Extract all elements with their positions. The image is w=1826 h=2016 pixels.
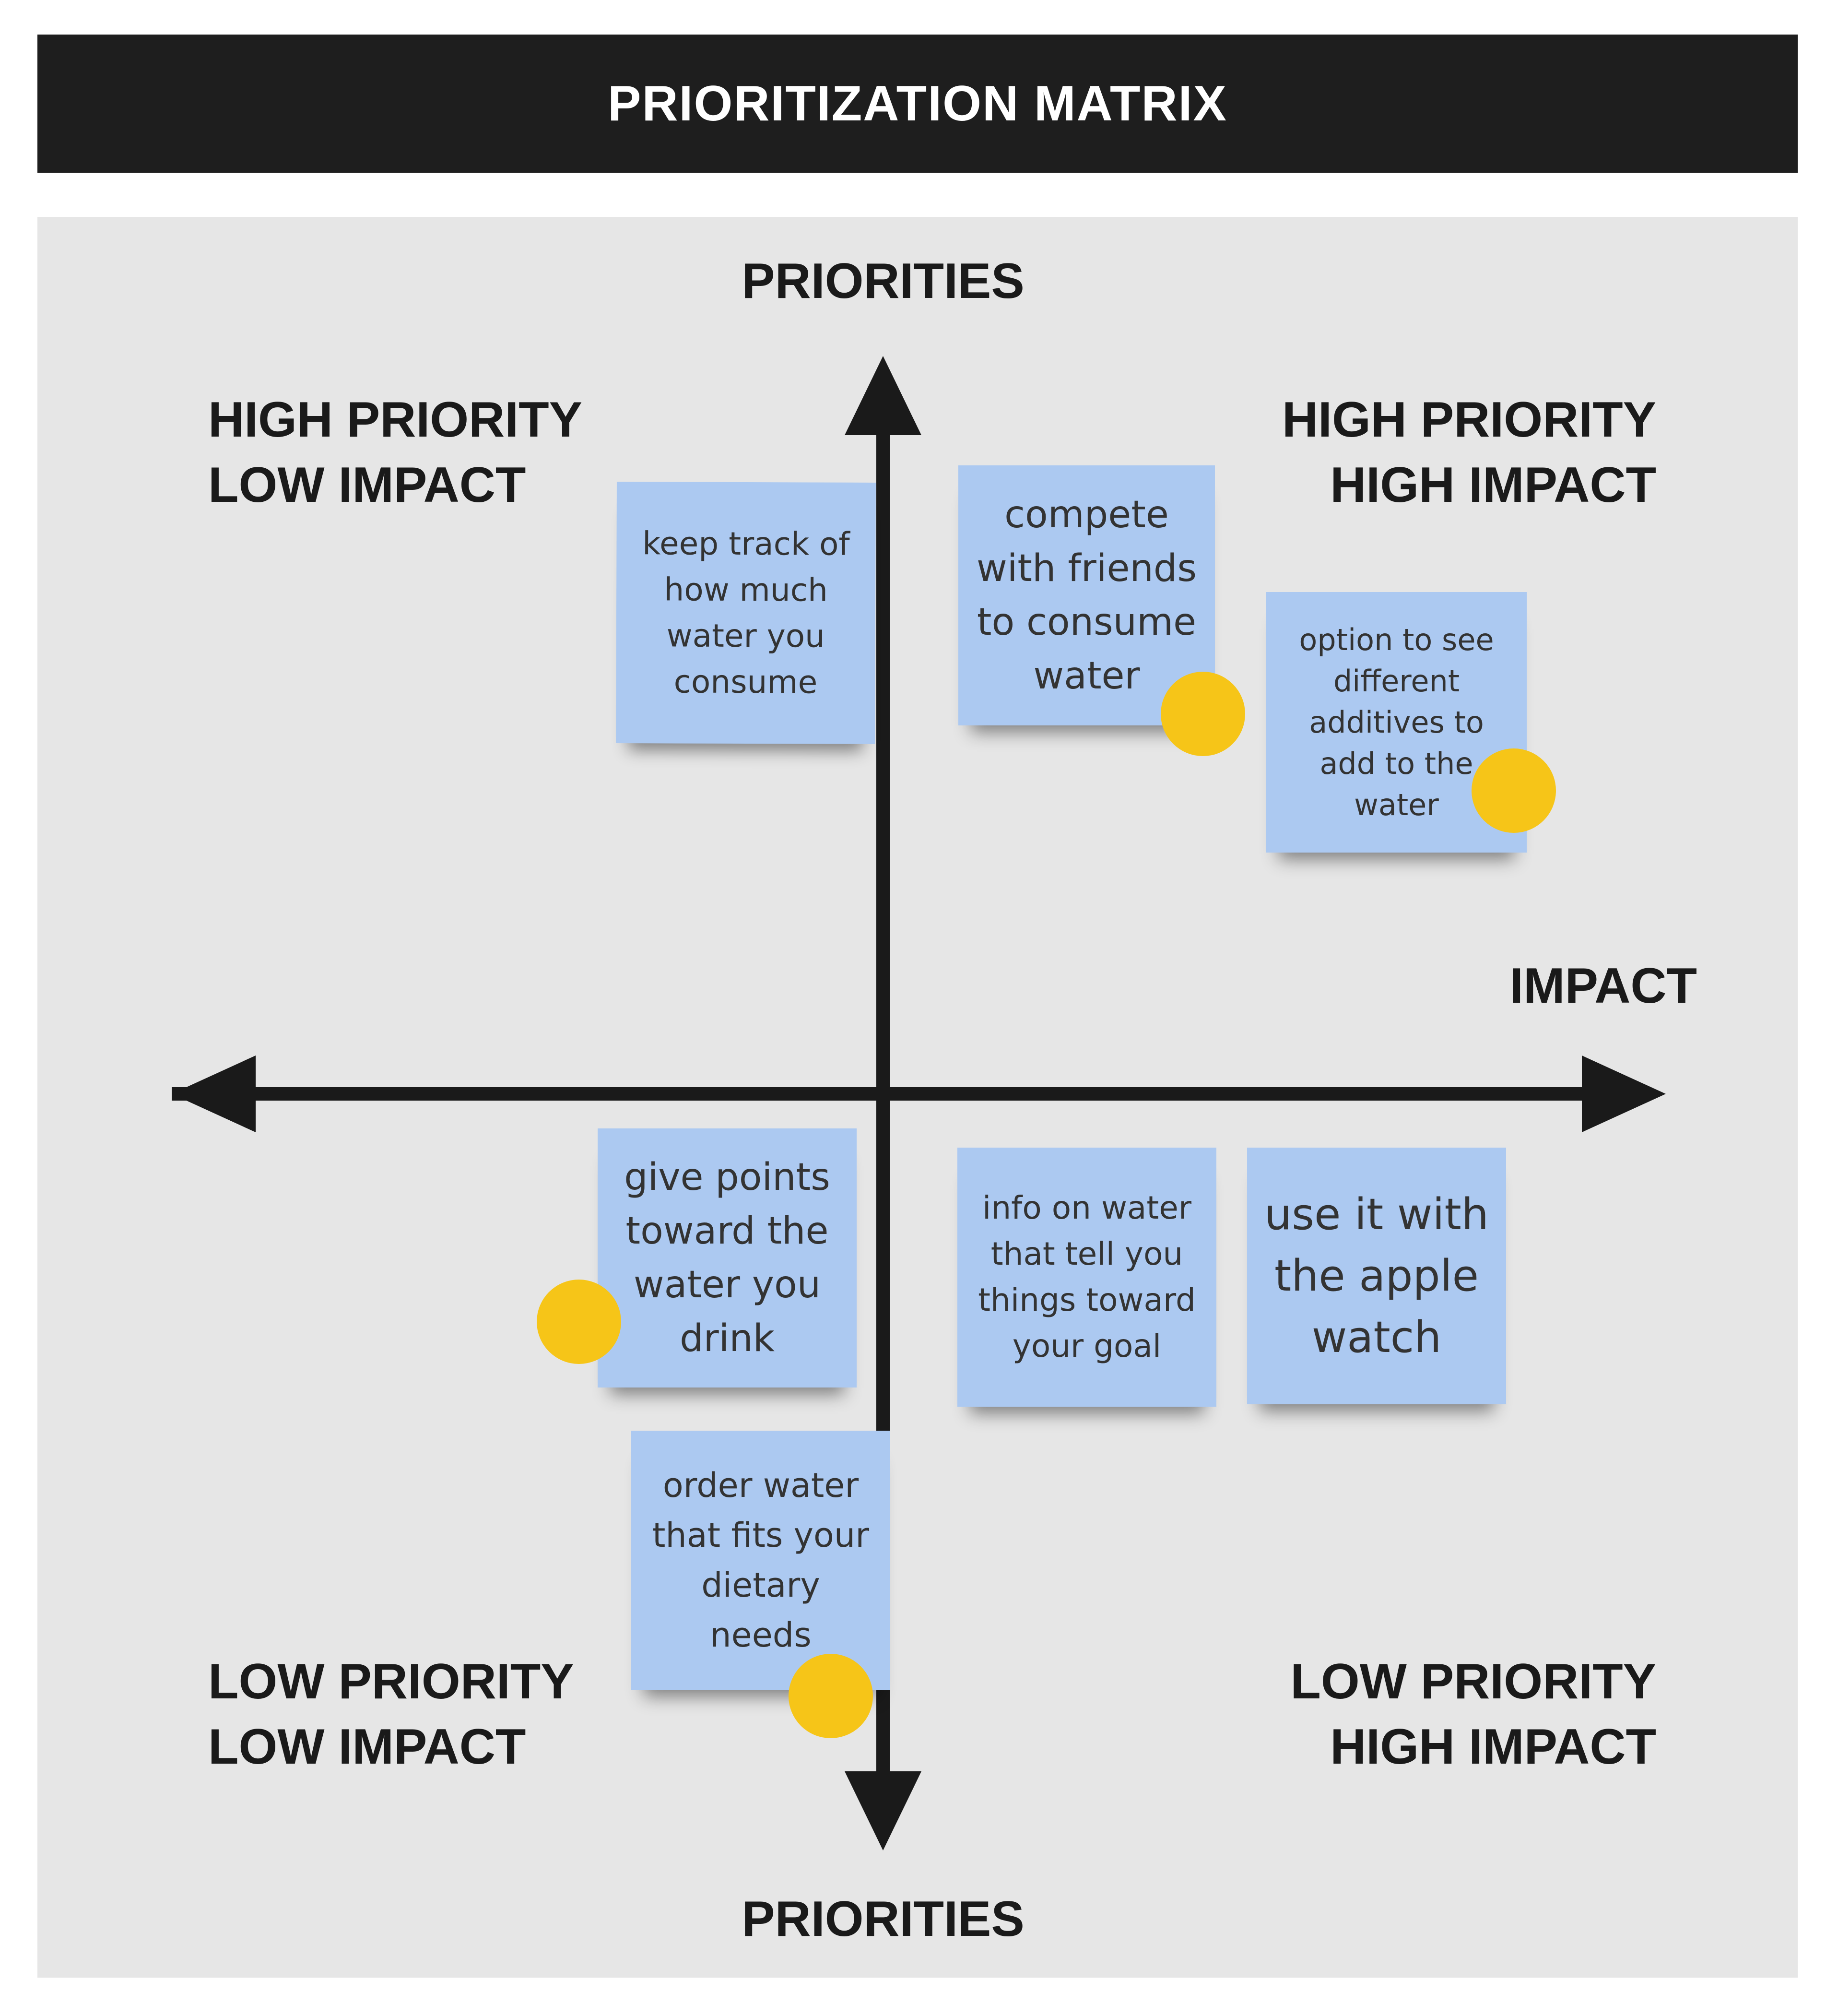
sticky-note-text: use it with the apple watch [1264, 1189, 1489, 1363]
left-arrow-icon [172, 1055, 256, 1132]
matrix-board: PRIORITIES PRIORITIES IMPACT HIGH PRIORI… [37, 217, 1798, 1978]
page-title: PRIORITIZATION MATRIX [37, 35, 1798, 173]
sticky-note-text: keep track of how much water you consume [642, 524, 850, 701]
vote-dot[interactable] [537, 1280, 621, 1364]
sticky-note-text: option to see different additives to add… [1299, 622, 1494, 822]
vote-dot[interactable] [1472, 748, 1556, 833]
sticky-note[interactable]: option to see different additives to add… [1266, 592, 1527, 853]
down-arrow-icon [845, 1771, 921, 1850]
up-arrow-icon [845, 356, 921, 435]
sticky-note-text: info on water that tell you things towar… [978, 1189, 1196, 1364]
axis-label-bottom: PRIORITIES [742, 1891, 1025, 1947]
sticky-note[interactable]: keep track of how much water you consume [616, 482, 876, 744]
quadrant-label-bottom-left: LOW PRIORITY LOW IMPACT [208, 1654, 574, 1775]
quadrant-label-bottom-right: LOW PRIORITY HIGH IMPACT [1290, 1654, 1656, 1775]
right-arrow-icon [1582, 1055, 1666, 1132]
sticky-note[interactable]: order water that fits your dietary needs [631, 1431, 890, 1690]
axis-label-top: PRIORITIES [742, 253, 1025, 309]
sticky-note[interactable]: give points toward the water you drink [598, 1128, 857, 1387]
quadrant-label-top-left: HIGH PRIORITY LOW IMPACT [208, 392, 583, 513]
quadrant-label-top-right: HIGH PRIORITY HIGH IMPACT [1282, 392, 1656, 513]
sticky-note-text: give points toward the water you drink [624, 1156, 830, 1360]
vote-dot[interactable] [1161, 672, 1245, 756]
sticky-note-text: compete with friends to consume water [976, 493, 1197, 698]
axis-label-right: IMPACT [1509, 958, 1697, 1014]
sticky-note-text: order water that fits your dietary needs [652, 1466, 870, 1655]
sticky-note[interactable]: info on water that tell you things towar… [957, 1148, 1216, 1407]
vote-dot[interactable] [789, 1654, 873, 1738]
sticky-note[interactable]: compete with friends to consume water [958, 465, 1215, 725]
sticky-note[interactable]: use it with the apple watch [1247, 1148, 1506, 1404]
